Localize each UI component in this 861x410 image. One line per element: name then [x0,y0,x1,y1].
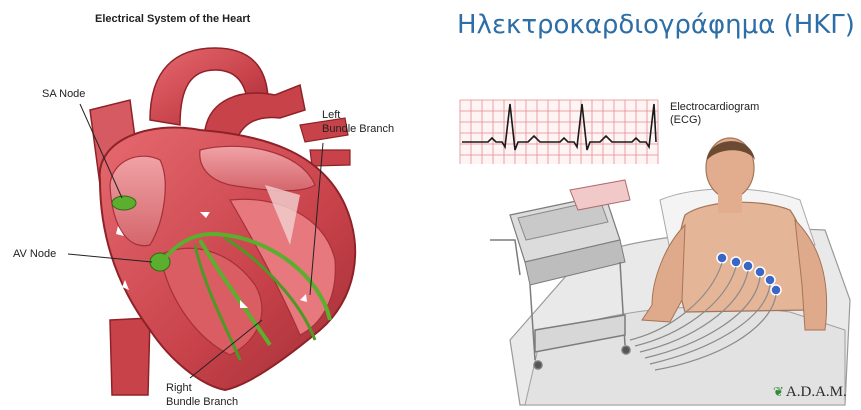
heart-illustration [0,0,420,410]
sa-node [112,196,136,210]
patient-neck [718,193,742,213]
ecg-scene-illustration [430,0,861,410]
sa-node-label: SA Node [42,88,85,101]
left-bundle-branch-label-2: Bundle Branch [322,123,394,136]
leaf-icon: ❦ [773,384,784,399]
av-node-label: AV Node [13,248,56,261]
adam-logo: ❦A.D.A.M. [773,384,847,401]
right-bundle-branch-label-2: Bundle Branch [166,396,238,409]
adam-logo-text: A.D.A.M. [786,384,847,400]
ecg-label-line2: (ECG) [670,114,701,127]
heart-diagram-panel: Electrical System of the Heart [0,0,420,410]
left-bundle-branch-label-1: Left [322,109,340,122]
ecg-panel: Ηλεκτροκαρδιογράφημα (ΗΚΓ) [430,0,861,410]
ecg-strip [460,100,658,164]
right-bundle-branch-label-1: Right [166,382,192,395]
ecg-label-line1: Electrocardiogram [670,101,759,114]
inferior-vena-cava [110,318,150,395]
patient-torso [678,202,810,312]
